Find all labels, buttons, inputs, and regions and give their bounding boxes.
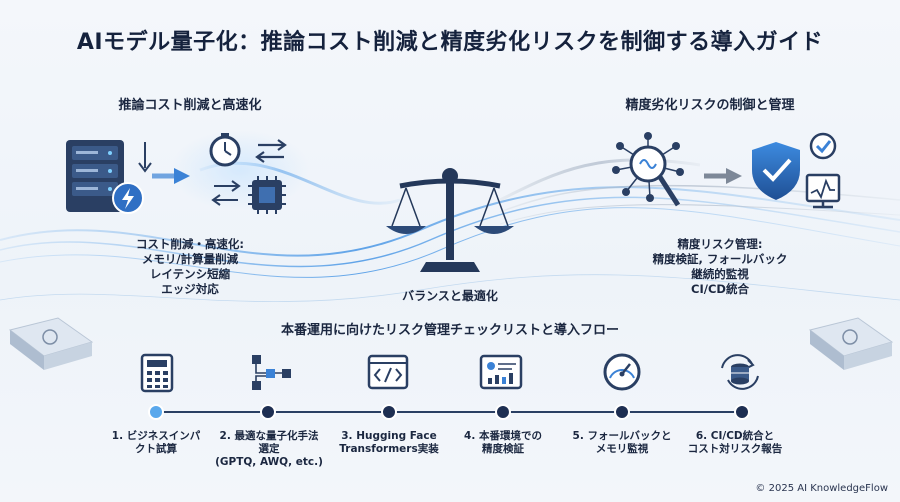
timeline-dots bbox=[148, 404, 750, 420]
flowchart-icon bbox=[252, 355, 291, 390]
right-risk-line: 継続的監視 bbox=[691, 267, 749, 281]
step-label-line: 精度検証 bbox=[482, 443, 524, 455]
step-3-label: 3. Hugging Face Transformers実装 bbox=[324, 430, 454, 456]
step-label-line: 選定 bbox=[258, 443, 280, 455]
step-label-line: メモリ監視 bbox=[595, 443, 649, 455]
step-label-line: Transformers実装 bbox=[339, 443, 439, 455]
left-chip-decoration bbox=[8, 317, 94, 370]
step-label-line: 6. CI/CD統合と bbox=[695, 430, 775, 442]
check-circle-icon bbox=[809, 132, 837, 160]
right-risk-line: 精度検証, フォールバック bbox=[652, 252, 788, 266]
step-label-line: 1. ビジネスインパ bbox=[111, 430, 201, 442]
gauge-icon bbox=[603, 353, 641, 391]
server-rack-icon bbox=[66, 140, 124, 212]
left-benefit-line: エッジ対応 bbox=[161, 282, 219, 296]
timeline-dot bbox=[381, 404, 397, 420]
step-4-label: 4. 本番環境での 精度検証 bbox=[438, 430, 568, 456]
step-5-label: 5. フォールバックと メモリ監視 bbox=[557, 430, 687, 456]
timeline-dot bbox=[614, 404, 630, 420]
step-label-line: コスト対リスク報告 bbox=[687, 443, 783, 455]
page-title: AIモデル量子化：推論コスト削減と精度劣化リスクを制御する導入ガイド bbox=[76, 30, 824, 55]
code-window-icon bbox=[367, 354, 409, 390]
timeline-dot bbox=[148, 404, 164, 420]
left-benefits-list: コスト削減・高速化: メモリ/計算量削減 レイテンシ短縮 エッジ対応 bbox=[100, 237, 280, 297]
shield-check-icon bbox=[752, 142, 800, 200]
grey-arrow-icon bbox=[704, 168, 742, 184]
right-risk-list: 精度リスク管理: 精度検証, フォールバック 継続的監視 CI/CD統合 bbox=[620, 237, 820, 297]
step-label-line: 3. Hugging Face bbox=[341, 430, 437, 442]
right-section-heading: 精度劣化リスクの制御と管理 bbox=[625, 98, 795, 113]
calculator-icon bbox=[140, 353, 174, 393]
step-6-label: 6. CI/CD統合と コスト対リスク報告 bbox=[670, 430, 800, 456]
brain-network-icon bbox=[612, 132, 684, 207]
swap-arrows-icon bbox=[255, 139, 287, 163]
dashboard-chart-icon bbox=[479, 354, 523, 390]
balance-label: バランスと最適化 bbox=[402, 289, 498, 303]
timeline-dot bbox=[260, 404, 276, 420]
right-arrow-icon bbox=[152, 168, 190, 184]
left-section-heading: 推論コスト削減と高速化 bbox=[118, 98, 262, 113]
database-sync-icon bbox=[721, 354, 759, 390]
right-chip-decoration bbox=[808, 317, 894, 370]
left-benefit-line: メモリ/計算量削減 bbox=[141, 252, 239, 266]
timeline-dot bbox=[734, 404, 750, 420]
step-label-line: クト試算 bbox=[135, 443, 177, 455]
step-label-line: 2. 最適な量子化手法 bbox=[219, 430, 319, 442]
step-label-line: 5. フォールバックと bbox=[572, 430, 672, 442]
right-risk-line: CI/CD統合 bbox=[691, 282, 749, 296]
checklist-title: 本番運用に向けたリスク管理チェックリストと導入フロー bbox=[280, 323, 619, 338]
down-arrow-icon bbox=[138, 142, 152, 173]
left-benefit-line: コスト削減・高速化: bbox=[135, 237, 245, 251]
step-1-label: 1. ビジネスインパ クト試算 bbox=[91, 430, 221, 456]
balance-scale-icon bbox=[386, 168, 514, 272]
timeline-dot bbox=[495, 404, 511, 420]
right-risk-line: 精度リスク管理: bbox=[677, 237, 763, 251]
monitor-chart-icon bbox=[805, 173, 841, 209]
chip-icon bbox=[248, 176, 286, 214]
left-benefit-line: レイテンシ短縮 bbox=[149, 267, 231, 281]
step-label-line: (GPTQ, AWQ, etc.) bbox=[215, 456, 323, 468]
left-right-arrows-icon bbox=[211, 180, 241, 206]
copyright-text: © 2025 AI KnowledgeFlow bbox=[755, 483, 888, 494]
stopwatch-icon bbox=[209, 133, 241, 167]
step-label-line: 4. 本番環境での bbox=[464, 430, 542, 442]
lightning-icon bbox=[112, 182, 144, 214]
step-2-label: 2. 最適な量子化手法 選定 (GPTQ, AWQ, etc.) bbox=[204, 430, 334, 469]
